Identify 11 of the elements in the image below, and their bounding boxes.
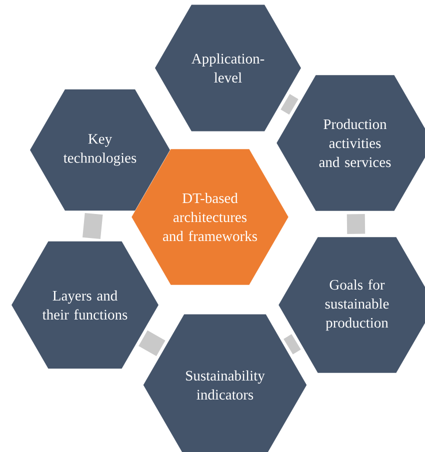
- connector-band: [138, 330, 166, 356]
- connector-band: [346, 214, 366, 234]
- hexagon: Key technologies: [30, 89, 170, 211]
- connector-band: [284, 334, 301, 354]
- connector-band: [280, 94, 298, 115]
- hexagon: Application-level: [155, 4, 301, 132]
- hexagon: Layers and their functions: [12, 241, 158, 369]
- hexagon: Sustainability indicators: [143, 314, 307, 452]
- hexagon: Goals for sustainable production: [278, 237, 425, 373]
- connector-band: [82, 212, 103, 240]
- hexagon: Production activities and services: [276, 75, 425, 211]
